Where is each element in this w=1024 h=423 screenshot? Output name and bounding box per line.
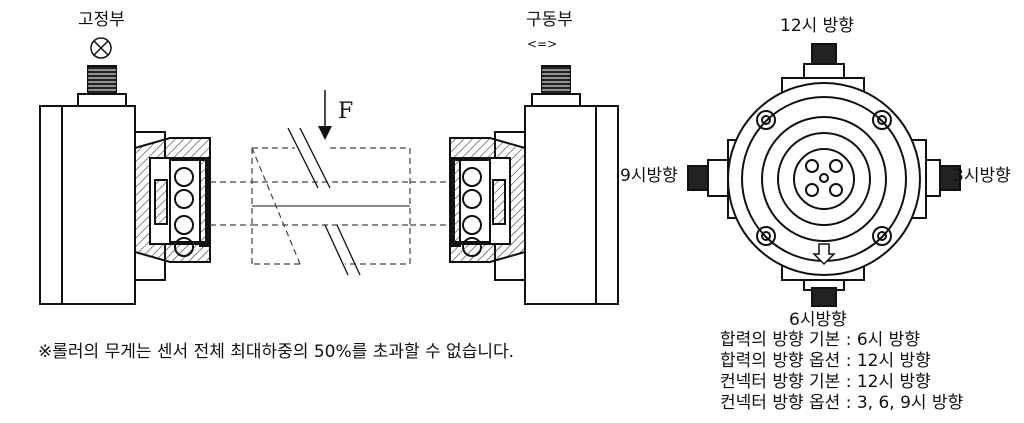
fixed-unit	[39, 37, 211, 305]
fixed-symbol-icon	[90, 37, 112, 59]
drive-label: 구동부	[526, 10, 573, 30]
front-view	[687, 43, 961, 307]
spec-line: 합력의 방향 옵션 : 12시 방향	[720, 351, 931, 371]
top-connector	[811, 43, 837, 67]
resultant-arrow	[812, 243, 836, 266]
fixed-bearing	[134, 137, 211, 263]
drive-connector	[541, 65, 571, 95]
left-direction-label: 9시방향	[620, 166, 678, 186]
bottom-connector	[811, 287, 837, 307]
bottom-direction-label: 6시방향	[789, 310, 847, 330]
spec-line: 합력의 방향 기본 : 6시 방향	[720, 330, 920, 350]
fixed-label: 고정부	[78, 10, 125, 30]
spec-list: 합력의 방향 기본 : 6시 방향 합력의 방향 옵션 : 12시 방향 컨넥터…	[720, 330, 963, 414]
drive-unit	[449, 65, 619, 305]
right-direction-label: 3시방향	[953, 166, 1011, 186]
spec-line: 컨넥터 방향 기본 : 12시 방향	[720, 372, 931, 392]
drive-symbol: <=>	[527, 37, 558, 51]
fixed-connector	[87, 65, 117, 95]
left-connector	[687, 165, 711, 191]
weight-note: ※롤러의 무게는 센서 전체 최대하중의 50%를 초과할 수 없습니다.	[38, 342, 515, 362]
spec-line: 컨넥터 방향 옵션 : 3, 6, 9시 방향	[720, 393, 964, 413]
force-arrow	[318, 90, 332, 140]
drive-bearing	[449, 137, 526, 263]
top-direction-label: 12시 방향	[780, 16, 854, 36]
force-label: F	[338, 99, 354, 124]
roller	[210, 127, 452, 276]
